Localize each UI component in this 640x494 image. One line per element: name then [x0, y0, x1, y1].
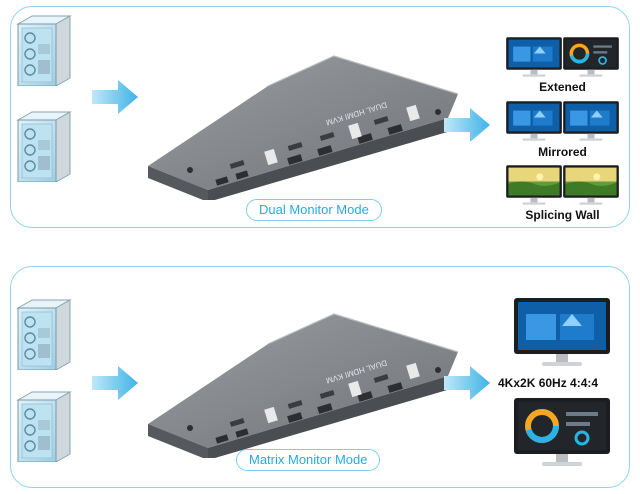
monitor-icon	[562, 100, 620, 142]
kvm-switch-icon: DUAL HDMI KVM	[138, 288, 470, 458]
mirrored-caption: Mirrored	[538, 145, 587, 159]
right-arrow-icon	[444, 108, 490, 142]
resolution-spec: 4Kx2K 60Hz 4:4:4	[498, 376, 599, 390]
desktop-pc-icon	[14, 298, 74, 370]
desktop-pc-icon	[14, 14, 74, 86]
desktop-pc-icon	[14, 110, 74, 182]
monitor-icon	[505, 164, 563, 206]
monitor-icon	[562, 36, 620, 78]
right-arrow-icon	[92, 80, 138, 114]
dual-monitor-mode-label: Dual Monitor Mode	[246, 199, 382, 221]
right-arrow-icon	[444, 366, 490, 400]
monitor-icon	[512, 296, 612, 368]
splicing-wall-caption: Splicing Wall	[525, 208, 600, 222]
monitor-icon	[505, 100, 563, 142]
monitor-icon	[562, 164, 620, 206]
desktop-pc-icon	[14, 390, 74, 462]
monitor-icon	[512, 396, 612, 468]
extended-caption: Extened	[539, 80, 586, 94]
matrix-monitor-mode-label: Matrix Monitor Mode	[236, 449, 381, 471]
right-arrow-icon	[92, 366, 138, 400]
kvm-switch-icon: DUAL HDMI KVM	[138, 30, 470, 200]
monitor-icon	[505, 36, 563, 78]
